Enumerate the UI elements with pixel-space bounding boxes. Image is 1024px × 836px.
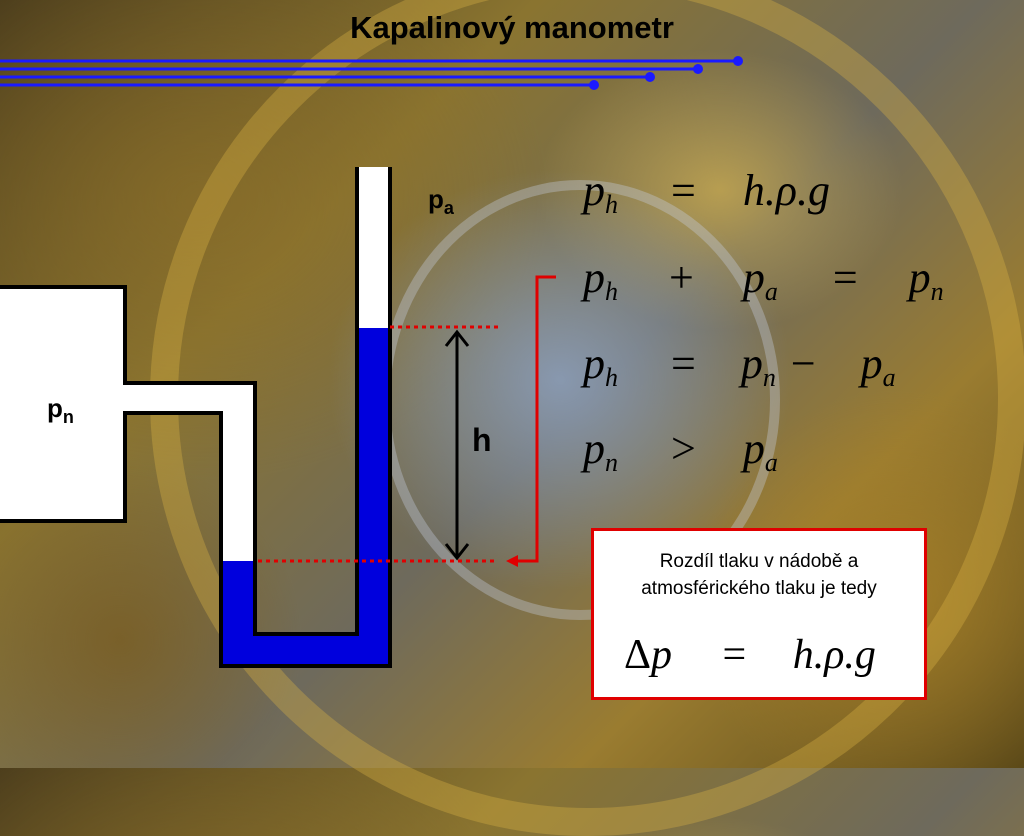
equation-2: ph + pa = pn <box>583 252 944 307</box>
eq2-t3-sub: n <box>930 277 944 306</box>
equation-3: ph = pn − pa <box>583 338 896 393</box>
eq3-t2: p <box>740 339 763 388</box>
eq2-op2: = <box>832 253 858 302</box>
u-tube-right-empty <box>357 167 390 328</box>
label-h: h <box>472 422 492 458</box>
manometer-diagram <box>0 56 743 668</box>
label-pn: pn <box>47 393 74 428</box>
eq3-t1-sub: h <box>605 363 618 392</box>
result-text-line2: atmosférického tlaku je tedy <box>641 578 877 599</box>
label-pa-sub: a <box>443 198 454 219</box>
eq4-t2: p <box>742 424 765 473</box>
eq4-t1-sub: n <box>605 448 618 477</box>
result-rhs: h.ρ.g <box>792 632 876 678</box>
equation-4: pn > pa <box>583 423 778 478</box>
eq4-t1: p <box>583 424 605 473</box>
title-underline-decoration <box>0 56 743 90</box>
height-arrow <box>444 329 470 561</box>
result-lhs: p <box>651 632 673 678</box>
liquid <box>221 328 390 666</box>
result-box: Rozdíl tlaku v nádobě a atmosférického t… <box>591 528 927 700</box>
eq2-op1: + <box>669 253 694 302</box>
eq3-t3-sub: a <box>882 363 896 392</box>
eq3-t1: p <box>583 339 605 388</box>
eq1-op: = <box>671 166 696 215</box>
connecting-pipe <box>125 383 255 561</box>
label-pn-main: p <box>47 393 63 423</box>
eq3-t2-sub: n <box>762 363 776 392</box>
result-op: = <box>722 632 747 678</box>
result-formula: Δp = h.ρ.g <box>624 631 876 679</box>
eq3-op1: = <box>671 339 696 388</box>
label-pn-sub: n <box>62 407 74 428</box>
eq2-t1-sub: h <box>605 277 618 306</box>
vessel <box>0 285 127 523</box>
eq3-t3: p <box>860 339 883 388</box>
page-title: Kapalinový manometr <box>350 10 674 45</box>
result-text-line1: Rozdíl tlaku v nádobě a <box>659 551 859 572</box>
eq2-t3: p <box>908 253 931 302</box>
eq2-t2: p <box>742 253 765 302</box>
eq1-rhs: h.ρ.g <box>742 166 830 215</box>
equation-1: ph = h.ρ.g <box>583 165 830 220</box>
eq4-t2-sub: a <box>764 448 778 477</box>
eq4-op1: > <box>671 424 696 473</box>
label-pa: pa <box>428 184 454 219</box>
eq1-lhs-sub: h <box>605 190 618 219</box>
result-text: Rozdíl tlaku v nádobě a atmosférického t… <box>594 548 924 602</box>
eq2-t1: p <box>583 253 605 302</box>
equation-bracket-arrow <box>506 275 556 567</box>
eq3-op2: − <box>790 339 816 388</box>
label-pa-main: p <box>428 184 444 214</box>
eq1-lhs: p <box>583 166 605 215</box>
result-delta: Δ <box>624 632 652 678</box>
eq2-t2-sub: a <box>764 277 778 306</box>
